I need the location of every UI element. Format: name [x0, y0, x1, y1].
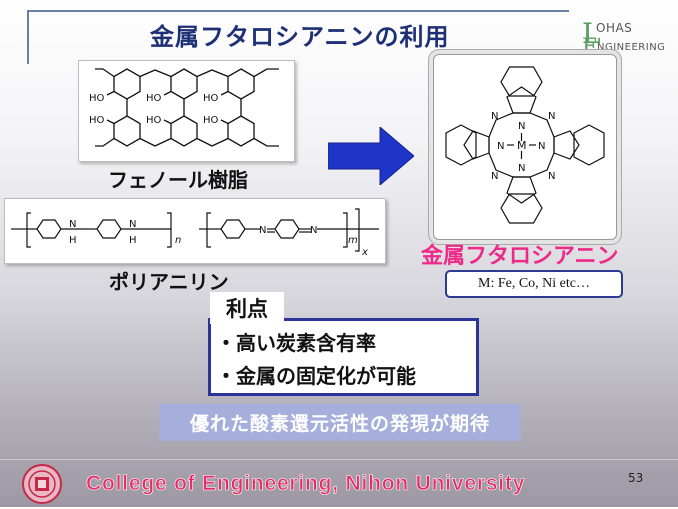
pc-bridge-n-2: N	[548, 111, 555, 122]
pani-label-h-1: H	[69, 235, 77, 246]
lohas-engineering-logo: L OHAS E NGINEERING	[582, 17, 666, 60]
title-frame	[27, 10, 569, 64]
resin-label-ho-6: HO	[203, 115, 219, 126]
footer-university-name: College of Engineering, Nihon University	[86, 472, 526, 496]
advantages-box	[208, 318, 479, 396]
pc-bridge-n-4: N	[548, 171, 555, 182]
resin-label-ho-3: HO	[146, 93, 162, 104]
resin-label-ho-5: HO	[203, 93, 219, 104]
pc-inner-n-right: N	[538, 141, 545, 152]
resin-label-ho-4: HO	[146, 115, 162, 126]
resin-label-ho-2: HO	[89, 115, 105, 126]
metal-phthalocyanine-structure: M N N N N N N N N	[433, 54, 617, 240]
resin-label-ho-1: HO	[89, 93, 105, 104]
advantage-item: ・高い炭素含有率	[216, 331, 376, 355]
pani-label-n-2: N	[129, 219, 136, 230]
pani-label-m-index: m	[348, 235, 358, 246]
polyaniline-structure: N H N H n N N m x	[4, 198, 386, 264]
university-crest-icon	[20, 463, 64, 505]
pani-label-n-4: N	[310, 225, 317, 236]
pani-label-n-1: N	[69, 219, 76, 230]
right-arrow-icon	[327, 125, 415, 187]
pc-bridge-n-1: N	[491, 111, 498, 122]
advantages-label: 利点	[210, 292, 284, 324]
pc-center-metal: M	[517, 139, 527, 152]
polyaniline-caption: ポリアニリン	[109, 270, 229, 294]
pc-inner-n-bottom: N	[518, 163, 525, 174]
pani-label-h-2: H	[129, 235, 137, 246]
metal-list-box: M: Fe, Co, Ni etc…	[445, 270, 623, 298]
pc-inner-n-left: N	[497, 141, 504, 152]
page-number: 53	[628, 471, 644, 485]
advantage-item: ・金属の固定化が可能	[216, 364, 416, 388]
pani-label-n-3: N	[259, 225, 266, 236]
expectation-banner: 優れた酸素還元活性の発現が期待	[159, 404, 521, 441]
phenol-resin-structure: HO HO HO HO HO HO	[78, 60, 295, 162]
pani-label-n-index: n	[175, 235, 181, 246]
metal-phthalocyanine-caption: 金属フタロシアニン	[421, 244, 619, 269]
footer-divider	[0, 459, 678, 460]
pc-inner-n-top: N	[518, 121, 525, 132]
slide-title: 金属フタロシアニンの利用	[150, 23, 450, 51]
pani-label-x-index: x	[361, 247, 368, 258]
pc-bridge-n-3: N	[491, 171, 498, 182]
phenol-resin-caption: フェノール樹脂	[108, 168, 248, 192]
